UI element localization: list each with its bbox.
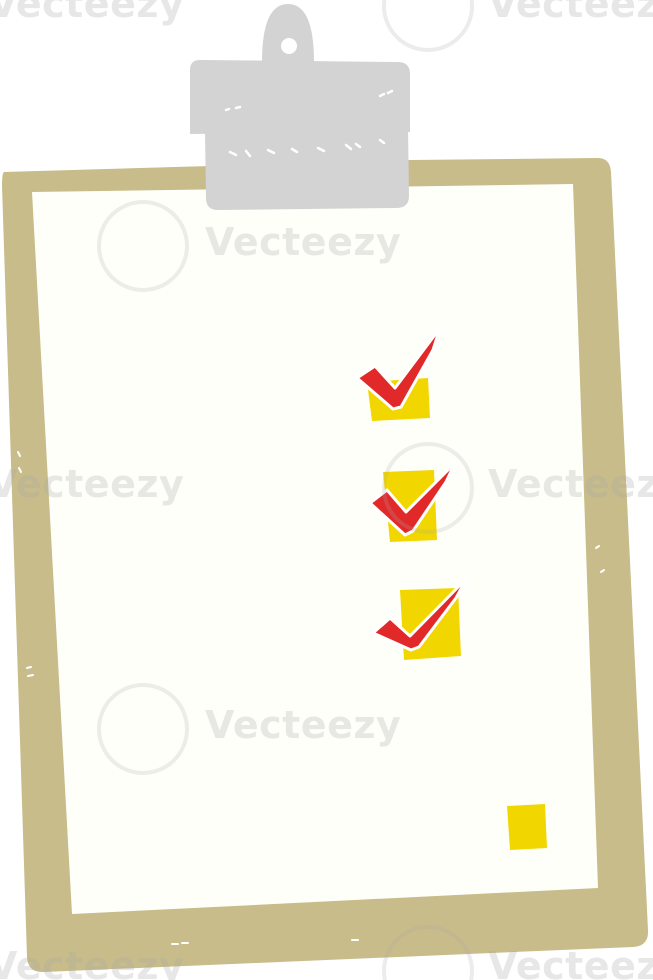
clip-base	[205, 128, 409, 210]
checklist-item-3	[371, 576, 469, 660]
checkmark-3-icon	[371, 576, 469, 652]
clip-hole	[281, 38, 297, 54]
checkmark-1-icon	[355, 326, 442, 411]
checkmark-2-icon	[368, 461, 457, 537]
clip	[190, 4, 410, 210]
clip-top	[190, 60, 410, 134]
clipboard-paper	[32, 184, 598, 914]
clip-highlights	[224, 89, 394, 158]
checkbox-4	[507, 804, 547, 850]
checklist-item-2	[368, 461, 457, 542]
checklist-item-1	[355, 326, 442, 421]
clip-ring	[262, 4, 314, 62]
board-highlights	[17, 451, 605, 945]
